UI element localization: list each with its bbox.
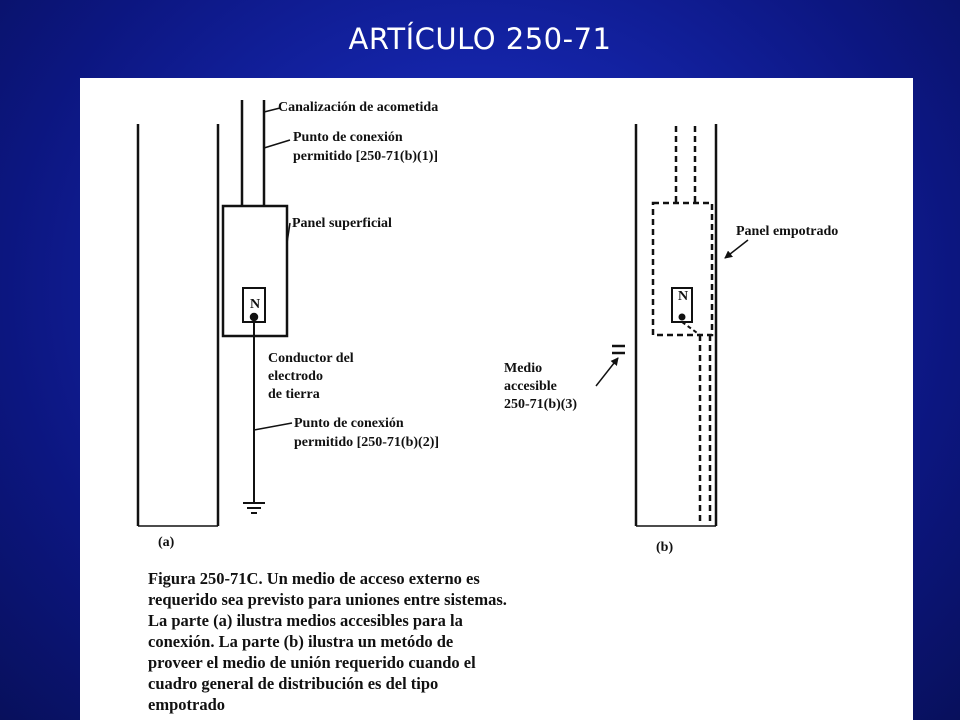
label-neutral-b: N: [678, 289, 688, 304]
label-medio-line1: Medio: [504, 361, 542, 376]
caption-line-3: La parte (a) ilustra medios accesibles p…: [148, 611, 463, 630]
label-punto1-line1: Punto de conexión: [293, 130, 403, 145]
label-part-b: (b): [656, 540, 673, 555]
label-panel-superficial: Panel superficial: [292, 216, 392, 231]
part-a-drawing: [136, 100, 293, 527]
label-medio-line2: accesible: [504, 379, 557, 394]
hidden-conductor-link: [681, 321, 701, 336]
caption-line-7: empotrado: [148, 695, 225, 714]
label-neutral-a: N: [250, 297, 260, 312]
label-punto2-line1: Punto de conexión: [294, 416, 404, 431]
slide-title: ARTÍCULO 250-71: [348, 22, 612, 56]
caption-line-5: proveer el medio de unión requerido cuan…: [148, 653, 476, 672]
caption-line-2: requerido sea previsto para uniones entr…: [148, 590, 507, 609]
label-punto2-line2: permitido [250-71(b)(2)]: [294, 435, 439, 450]
caption-line-6: cuadro general de distribución es del ti…: [148, 674, 438, 693]
neutral-terminal-b: [678, 313, 686, 321]
label-panel-empotrado: Panel empotrado: [736, 224, 838, 239]
leader-medio: [595, 357, 619, 387]
leader-punto2: [253, 422, 293, 431]
label-part-a: (a): [158, 535, 175, 550]
label-conductor-line3: de tierra: [268, 387, 320, 402]
label-medio-line3: 250-71(b)(3): [504, 397, 577, 412]
label-conductor-line2: electrodo: [268, 369, 323, 384]
label-conductor-line1: Conductor del: [268, 351, 354, 366]
part-b-drawing: [595, 124, 749, 527]
neutral-terminal-a: [249, 312, 259, 322]
label-canalizacion: Canalización de acometida: [278, 100, 438, 115]
grounding-diagram: Canalización de acometida Punto de conex…: [136, 100, 838, 714]
flush-panel-outline: [651, 201, 714, 337]
figure-caption: Figura 250-71C. Un medio de acceso exter…: [148, 569, 507, 714]
caption-line-1: Figura 250-71C. Un medio de acceso exter…: [148, 569, 480, 588]
caption-line-4: conexión. La parte (b) ilustra un metódo…: [148, 632, 453, 651]
figure-panel: Canalización de acometida Punto de conex…: [80, 78, 913, 720]
label-punto1-line2: permitido [250-71(b)(1)]: [293, 149, 438, 164]
leader-panel-emp: [724, 239, 749, 259]
leader-panel-sup: [286, 222, 291, 244]
leader-raceway: [263, 107, 281, 113]
leader-punto1: [263, 139, 291, 149]
